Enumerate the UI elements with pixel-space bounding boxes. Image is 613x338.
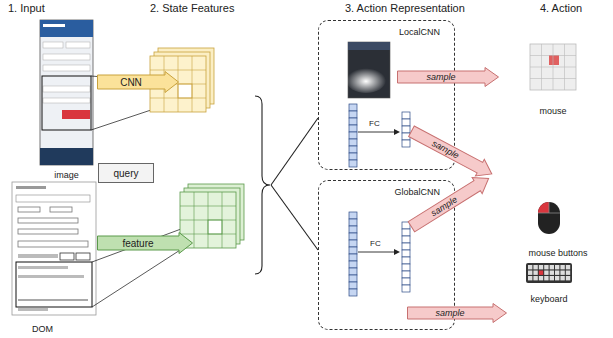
bracket bbox=[255, 96, 270, 274]
screenshot-dom bbox=[12, 182, 208, 315]
fan-line bbox=[271, 185, 318, 250]
arrow-outline bbox=[398, 68, 499, 87]
globalcnn-group: GlobalCNNsamplesample bbox=[318, 180, 455, 330]
stage-heading: 4. Action bbox=[540, 2, 582, 14]
node-text: CNN bbox=[120, 77, 142, 88]
dom-feature-map bbox=[180, 184, 244, 248]
screenshot-image bbox=[40, 20, 187, 165]
stage-heading: 1. Input bbox=[8, 2, 45, 14]
node-text: feature bbox=[122, 238, 153, 249]
sample-arrow: sample bbox=[407, 303, 507, 323]
stage-heading: 3. Action Representation bbox=[345, 2, 465, 14]
arrow-outline bbox=[98, 233, 193, 254]
fc-line bbox=[358, 132, 394, 133]
fc-line bbox=[358, 252, 394, 253]
layer-label: FC bbox=[369, 119, 380, 128]
node-text: DOM bbox=[32, 324, 53, 334]
arrow-outline bbox=[407, 123, 496, 182]
fan-line bbox=[271, 118, 318, 185]
node-text: sample bbox=[426, 72, 455, 82]
sample-arrow: sample bbox=[406, 170, 495, 236]
input-image: image bbox=[30, 20, 103, 180]
keyboard-action: keyboard bbox=[513, 260, 585, 304]
input-dom: DOM bbox=[10, 182, 70, 334]
arrow-outline bbox=[408, 304, 507, 323]
query-box: query bbox=[98, 163, 154, 183]
localcnn-group: LocalCNNsamplesample bbox=[318, 20, 455, 170]
node-text: sample bbox=[430, 138, 460, 160]
sample-arrow: sample bbox=[397, 67, 499, 87]
node-text: LocalCNN bbox=[399, 27, 440, 37]
vectors bbox=[349, 104, 410, 296]
node-text: query bbox=[113, 168, 138, 179]
node-text: mouse bbox=[539, 106, 566, 116]
stage-heading: 2. State Features bbox=[150, 2, 234, 14]
sample-arrow: sample bbox=[406, 122, 497, 183]
mouse-buttons-action: mouse buttons bbox=[506, 198, 610, 258]
keyboard-icon bbox=[526, 263, 572, 283]
node-text: mouse buttons bbox=[528, 248, 587, 258]
fc-head bbox=[394, 129, 400, 135]
fc-head bbox=[394, 249, 400, 255]
cnn-arrow: CNN bbox=[97, 71, 179, 93]
node-text: image bbox=[54, 170, 79, 180]
node-text: GlobalCNN bbox=[394, 187, 440, 197]
arrow-outline bbox=[98, 72, 179, 93]
feature-arrow: feature bbox=[97, 232, 193, 254]
node-text: sample bbox=[435, 308, 464, 318]
arrow-outline bbox=[406, 170, 493, 234]
node-text: keyboard bbox=[530, 294, 567, 304]
mouse-action: mouse bbox=[523, 40, 583, 116]
layer-label: FC bbox=[370, 239, 381, 248]
local-crop bbox=[346, 42, 390, 98]
mouse-icon bbox=[538, 202, 560, 234]
mouse-grid-icon bbox=[530, 44, 576, 90]
